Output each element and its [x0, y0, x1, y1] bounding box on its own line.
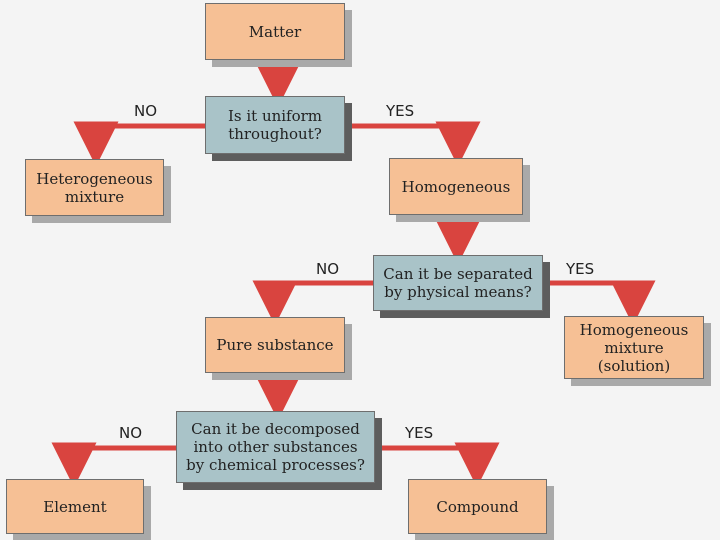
node-heterogeneous-mixture: Heterogeneous mixture — [25, 159, 164, 216]
arrow-uniform-no — [73, 121, 205, 167]
node-separated-question: Can it be separated by physical means? — [373, 255, 543, 311]
arrow-uniform-yes — [345, 121, 481, 167]
node-uniform-question: Is it uniform throughout? — [205, 96, 345, 154]
node-homogeneous-mixture-solution: Homogeneous mixture (solution) — [564, 316, 704, 379]
node-pure-substance: Pure substance — [205, 317, 345, 373]
arrow-decomposed-no — [51, 442, 176, 488]
arrow-decomposed-yes — [375, 442, 500, 488]
label-uniform-no: NO — [134, 102, 158, 120]
node-matter: Matter — [205, 3, 345, 60]
node-decomposed-question: Can it be decomposed into other substanc… — [176, 411, 375, 483]
label-uniform-yes: YES — [386, 102, 415, 120]
label-decomposed-yes: YES — [405, 424, 434, 442]
arrow-separated-no — [252, 280, 373, 326]
node-compound: Compound — [408, 479, 547, 534]
arrow-separated-yes — [543, 280, 656, 326]
node-element: Element — [6, 479, 144, 534]
label-separated-no: NO — [316, 260, 340, 278]
label-decomposed-no: NO — [119, 424, 143, 442]
label-separated-yes: YES — [566, 260, 595, 278]
node-homogeneous: Homogeneous — [389, 158, 523, 215]
